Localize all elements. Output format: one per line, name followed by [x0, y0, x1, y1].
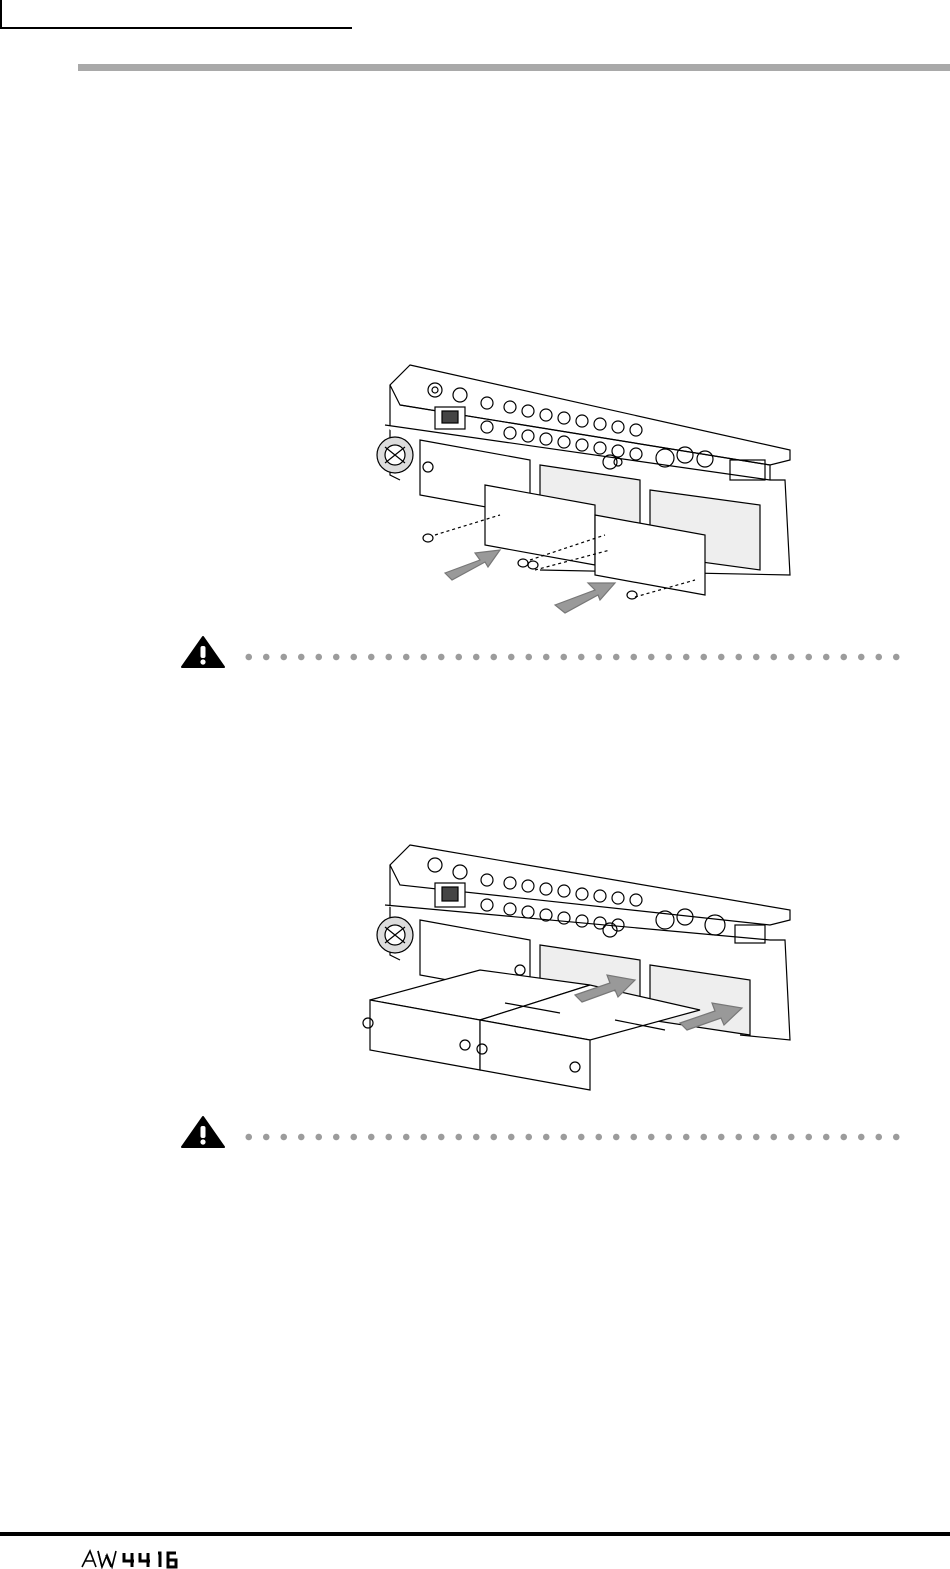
card-installation-illustration [360, 835, 800, 1100]
header-tick [0, 0, 2, 29]
footer-rule [0, 1532, 950, 1536]
dotted-rule [240, 1133, 910, 1141]
warning-triangle-icon [180, 635, 226, 669]
card-removal-illustration [360, 355, 800, 615]
caution-separator-1 [180, 635, 910, 675]
section-bar [78, 64, 950, 71]
header-rule [0, 27, 352, 29]
warning-triangle-icon [180, 1115, 226, 1149]
aw4416-logo [80, 1547, 200, 1569]
dotted-rule [240, 653, 910, 661]
caution-separator-2 [180, 1115, 910, 1155]
